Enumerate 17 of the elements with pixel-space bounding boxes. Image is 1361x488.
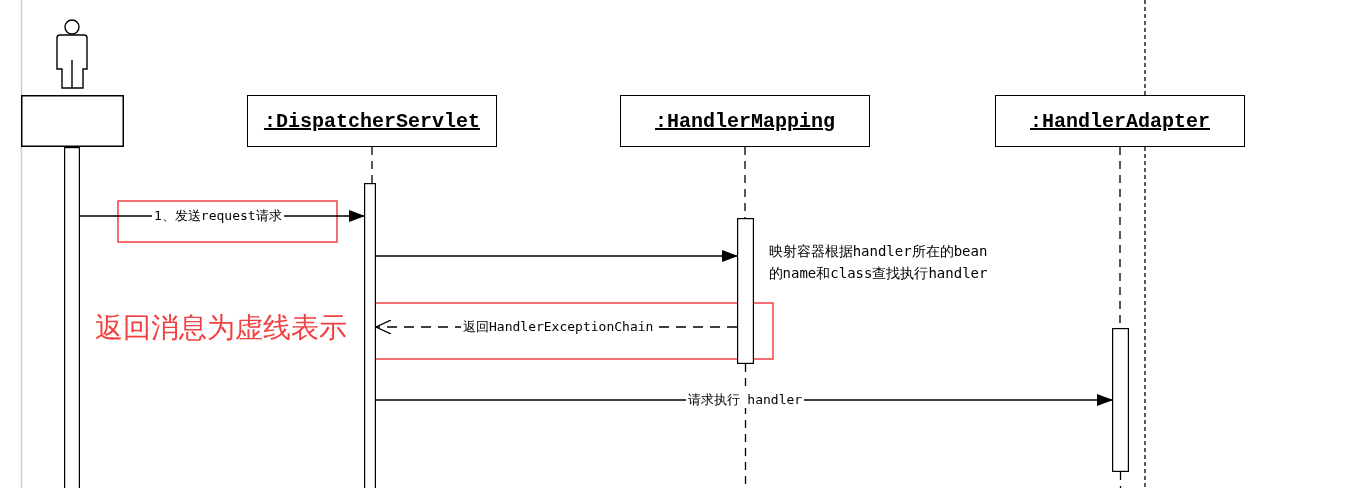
actor-box: [21, 95, 124, 147]
lifeline-box: :DispatcherServlet: [247, 95, 497, 147]
lifeline: [744, 146, 746, 219]
activation-bar: [364, 183, 376, 488]
note-text: 映射容器根据handler所在的bean 的name和class查找执行handler: [767, 242, 989, 283]
edge-label: 请求执行 handler: [685, 392, 805, 408]
lifeline: [1119, 471, 1122, 488]
activation-bar: [737, 218, 754, 364]
activation-bar: [64, 147, 80, 488]
activation-bar: [1112, 328, 1129, 472]
lifeline-box: :HandlerAdapter: [995, 95, 1245, 147]
edge-label: 1、发送request请求: [152, 208, 284, 224]
arrow: [375, 250, 738, 262]
lifeline: [371, 146, 373, 184]
edge-label: 返回HandlerExceptionChain: [461, 319, 656, 335]
annotation-text: 返回消息为虚线表示: [95, 310, 347, 346]
lifeline-box: :HandlerMapping: [620, 95, 870, 147]
